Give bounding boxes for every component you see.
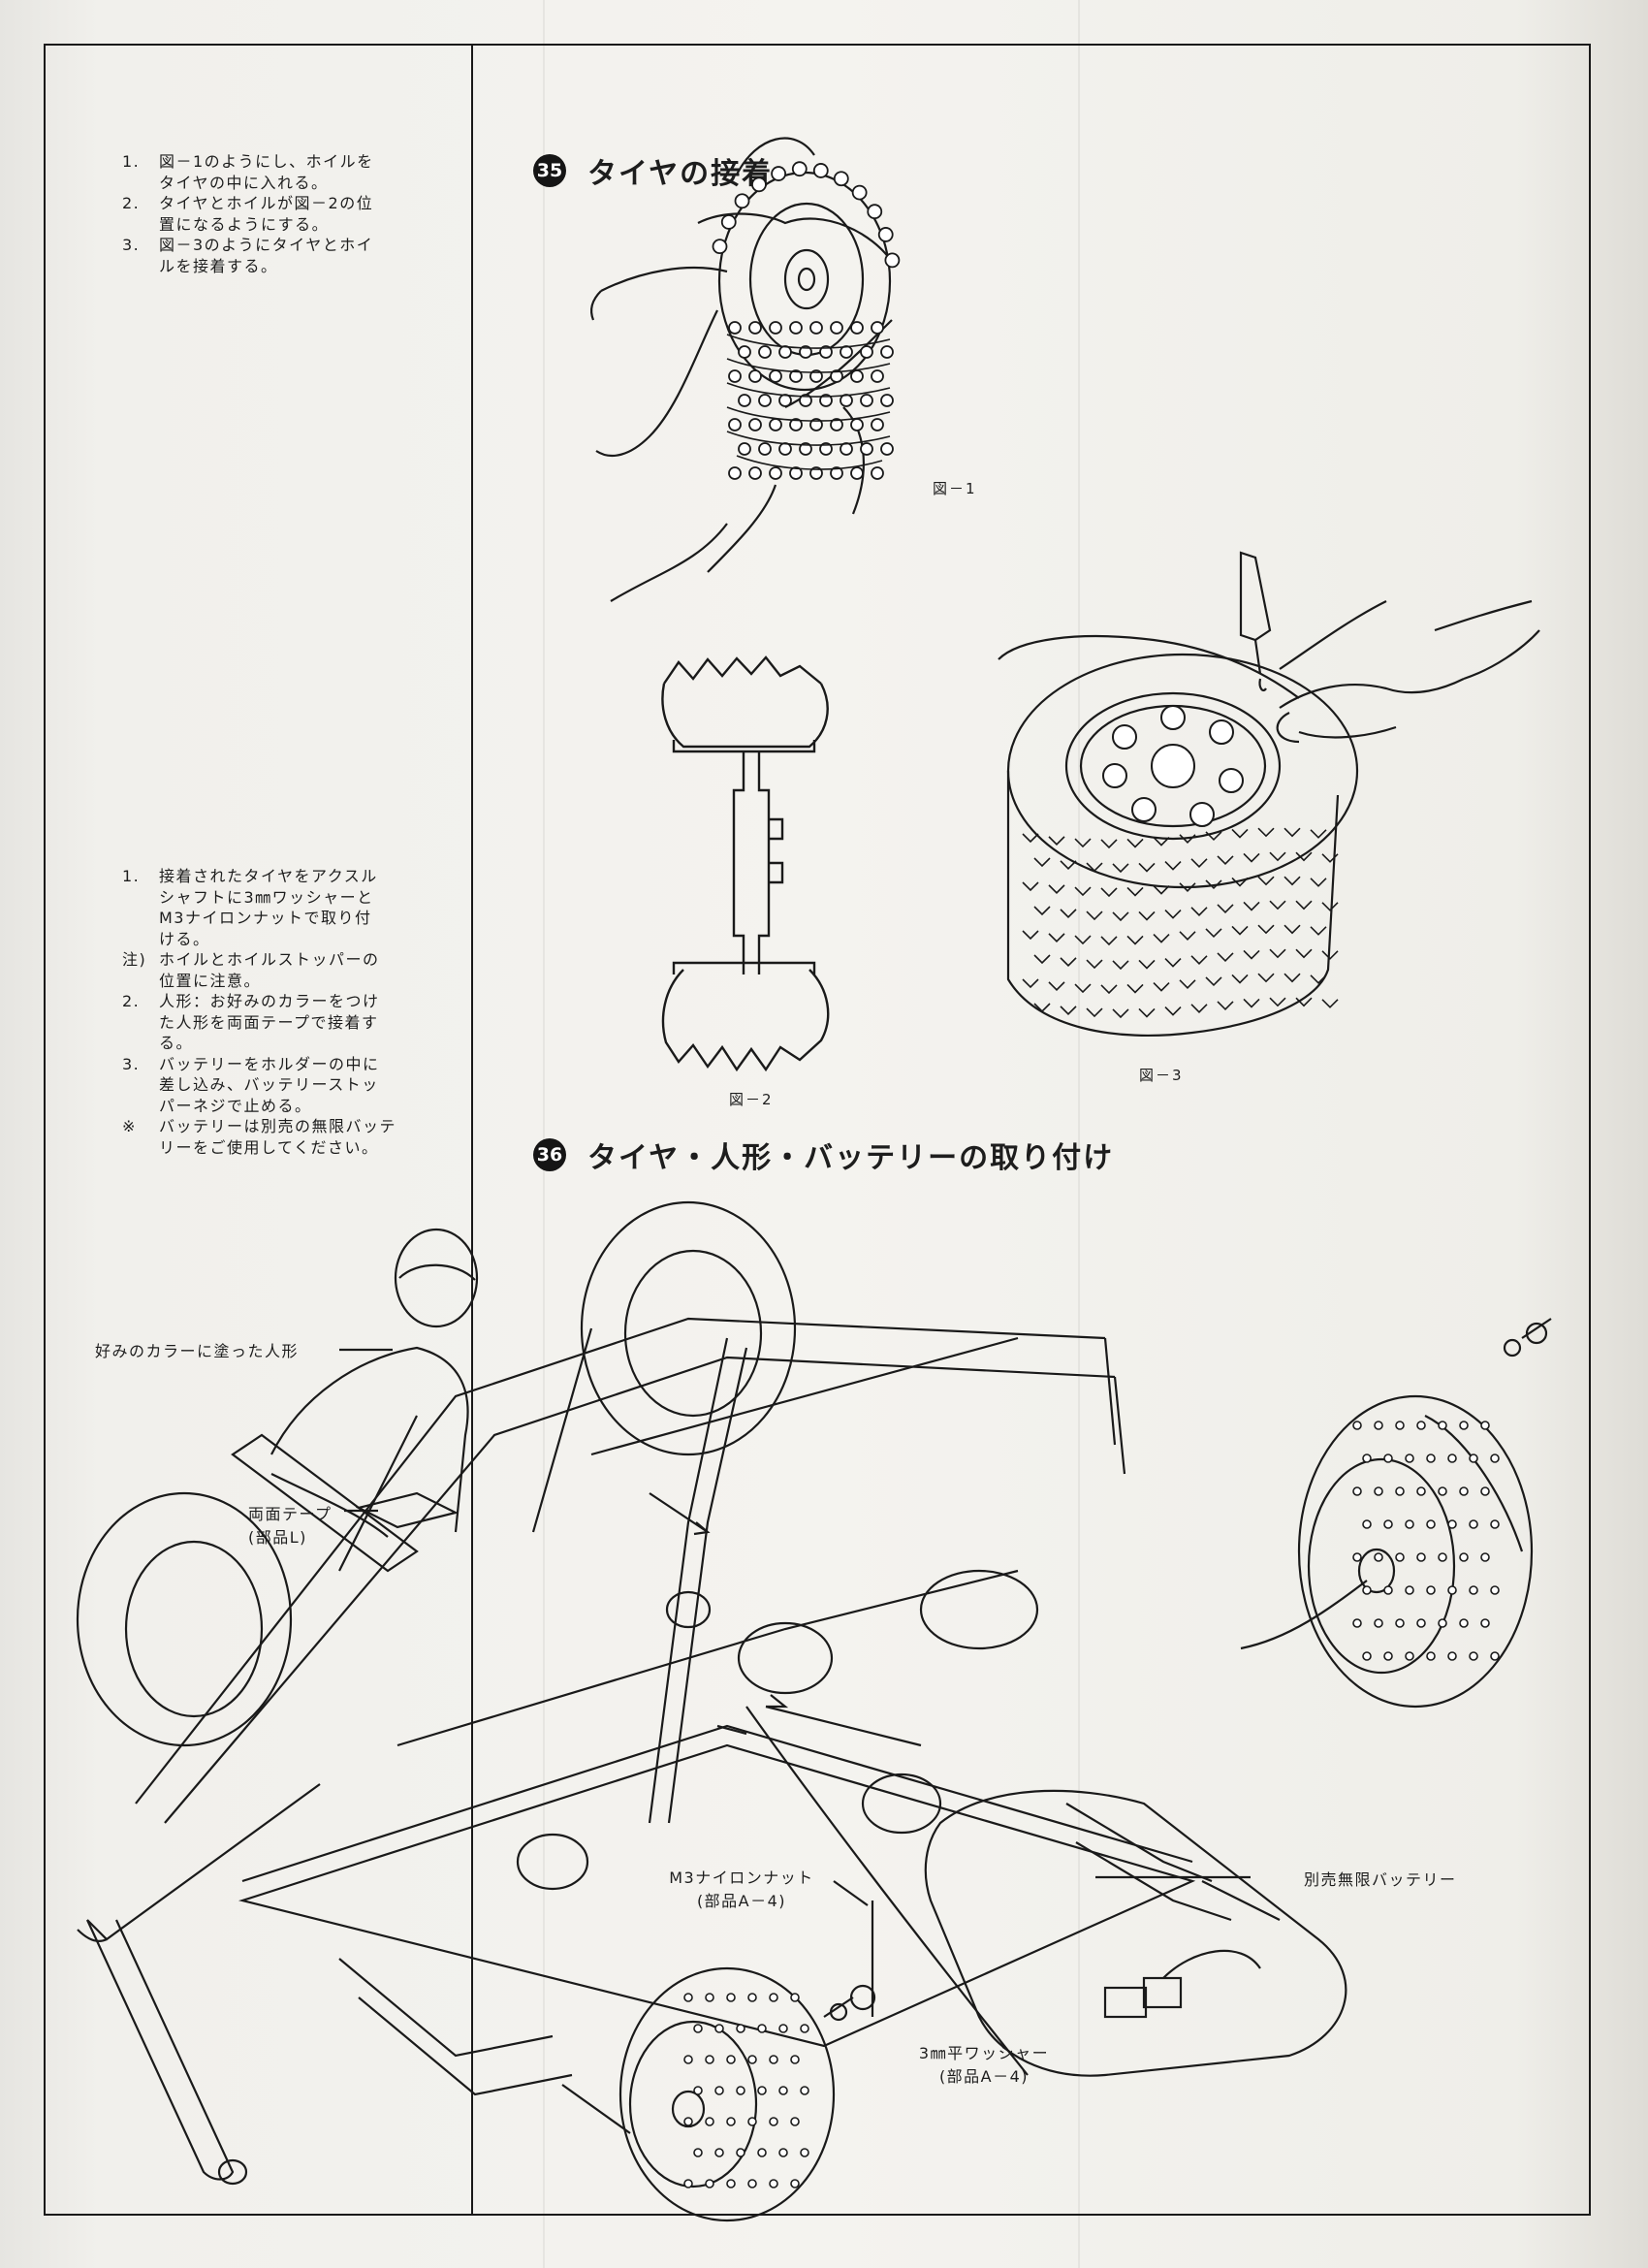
page-frame [44,44,1591,2216]
section-35-heading: 35 タイヤの接着 [533,149,773,192]
section-36-number: 36 [533,1138,566,1171]
step-number: 2. [122,992,141,1010]
step-text: 図－1のようにし、ホイルを タイヤの中に入れる。 [159,152,374,192]
label-painted-figure: 好みのカラーに塗った人形 [95,1342,300,1360]
column-divider [471,44,473,2216]
step-text: バッテリーは別売の無限バッテ リーをご使用してください。 [159,1117,397,1157]
figure-2-cross-section-drawing [661,655,830,1072]
step-number: ※ [122,1117,137,1135]
step-number: 3. [122,1054,141,1073]
instruction-step: 2. 人形：お好みのカラーをつけ た人形を両面テープで接着す る。 [122,991,432,1054]
label-3mm-washer: 3㎜平ワッシャー (部品A－4) [887,2040,1081,2087]
instruction-step: 1. 接着されたタイヤをアクスル シャフトに3㎜ワッシャーと M3ナイロンナットで… [122,866,432,949]
section-36-heading: 36 タイヤ・人形・バッテリーの取り付け [533,1134,1114,1176]
step-number: 3. [122,236,141,254]
step-text: 図－3のようにタイヤとホイ ルを接着する。 [159,236,374,275]
instruction-step: 1. 図－1のようにし、ホイルを タイヤの中に入れる。 [122,151,432,193]
figure-2-caption: 図－2 [729,1091,774,1108]
step-text: 接着されたタイヤをアクスル シャフトに3㎜ワッシャーと M3ナイロンナットで取り… [159,867,378,948]
figure-3-caption: 図－3 [1139,1067,1184,1084]
instructions-step-35: 1. 図－1のようにし、ホイルを タイヤの中に入れる。 2. タイヤとホイルが図－2の… [122,151,432,276]
label-nut-name: M3ナイロンナット [669,1869,814,1887]
figure-1-tire-insertion-drawing [590,137,901,602]
label-m3-nylon-nut: M3ナイロンナット (部品A－4) [645,1865,839,1911]
instruction-step: 注) ホイルとホイルストッパーの 位置に注意。 [122,949,432,991]
step-text: 人形：お好みのカラーをつけ た人形を両面テープで接着す る。 [159,992,380,1052]
step-number: 2. [122,194,141,212]
instruction-step: 2. タイヤとホイルが図－2の位 置になるようにする。 [122,193,432,235]
figure-1-caption: 図－1 [933,480,977,497]
section-36-title: タイヤ・人形・バッテリーの取り付け [587,1141,1115,1175]
step-text: バッテリーをホルダーの中に 差し込み、バッテリーストッ パーネジで止める。 [159,1054,380,1115]
paper-fold [1078,0,1080,2268]
step-number: 1. [122,867,141,885]
label-washer-part: (部品A－4) [938,2067,1030,2086]
instruction-step: 3. バッテリーをホルダーの中に 差し込み、バッテリーストッ パーネジで止める。 [122,1054,432,1117]
label-nut-part: (部品A－4) [696,1892,787,1910]
section-35-number: 35 [533,154,566,187]
step-text: タイヤとホイルが図－2の位 置になるようにする。 [159,194,374,234]
instruction-step: 3. 図－3のようにタイヤとホイ ルを接着する。 [122,235,432,276]
instruction-step: ※ バッテリーは別売の無限バッテ リーをご使用してください。 [122,1116,432,1158]
label-double-sided-tape: 両面テープ (部品L) [248,1501,364,1548]
label-battery: 別売無限バッテリー [1304,1870,1457,1889]
label-washer-name: 3㎜平ワッシャー [918,2044,1050,2062]
label-tape-part: (部品L) [248,1528,307,1547]
label-tape-name: 両面テープ [248,1505,333,1523]
section-35-title: タイヤの接着 [587,157,774,191]
step-number: 注) [122,950,147,969]
instructions-step-36: 1. 接着されたタイヤをアクスル シャフトに3㎜ワッシャーと M3ナイロンナットで… [122,866,432,1158]
step-number: 1. [122,152,141,171]
buggy-assembly-drawing [76,1200,1552,2222]
paper-fold [543,0,545,2268]
step-text: ホイルとホイルストッパーの 位置に注意。 [159,950,380,990]
figure-3-gluing-drawing [998,551,1540,1038]
